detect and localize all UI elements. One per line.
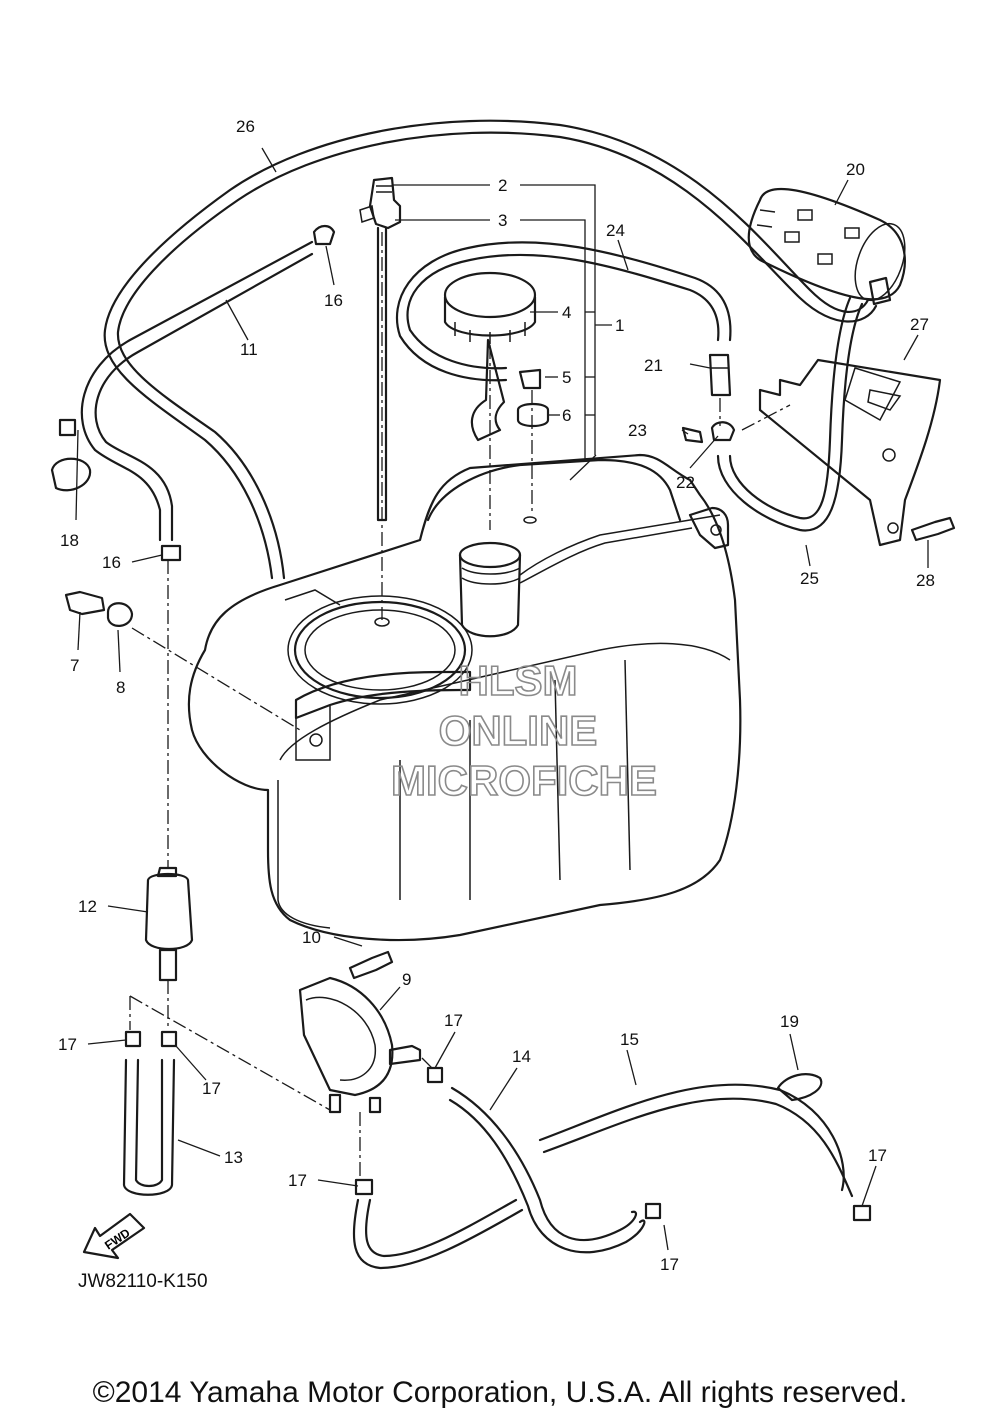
bolt <box>348 950 394 980</box>
fuel-pump <box>298 976 422 1114</box>
callout-3: 3 <box>498 211 507 230</box>
clamp <box>710 421 736 442</box>
callout-23: 23 <box>628 421 647 440</box>
callout-27: 27 <box>910 315 929 334</box>
watermark-line-2: ONLINE <box>439 707 598 754</box>
callout-16-top: 16 <box>324 291 343 310</box>
callout-26: 26 <box>236 117 255 136</box>
reference-lines <box>129 232 791 1178</box>
fuel-cap <box>443 271 537 344</box>
hose-clip <box>312 224 336 246</box>
screw <box>681 426 704 444</box>
callout-28: 28 <box>916 571 935 590</box>
callout-2: 2 <box>498 176 507 195</box>
callout-19: 19 <box>780 1012 799 1031</box>
filler-neck <box>458 541 522 638</box>
bolt <box>910 516 956 542</box>
watermark: HLSM ONLINE MICROFICHE <box>390 656 658 805</box>
collar <box>106 602 134 627</box>
hoses <box>80 119 878 1270</box>
charcoal-canister <box>747 187 906 306</box>
callout-13: 13 <box>224 1148 243 1167</box>
callout-12: 12 <box>78 897 97 916</box>
callout-14: 14 <box>512 1047 531 1066</box>
copyright-notice: ©2014 Yamaha Motor Corporation, U.S.A. A… <box>92 1376 908 1409</box>
callout-11: 11 <box>240 340 258 359</box>
callout-20: 20 <box>846 160 865 179</box>
callout-17-left: 17 <box>58 1035 77 1054</box>
callout-18: 18 <box>60 531 79 550</box>
canister-bracket <box>758 358 942 547</box>
callout-17-lower: 17 <box>288 1171 307 1190</box>
fuel-tank <box>187 453 742 942</box>
callout-17-pump: 17 <box>444 1011 463 1030</box>
callout-9: 9 <box>402 970 411 989</box>
callout-5: 5 <box>562 368 571 387</box>
hose-clips <box>124 544 872 1222</box>
callout-1: 1 <box>615 316 624 335</box>
callout-8: 8 <box>116 678 125 697</box>
callout-7: 7 <box>70 656 79 675</box>
watermark-line-3: MICROFICHE <box>391 757 657 804</box>
callout-22: 22 <box>676 473 695 492</box>
callout-21: 21 <box>644 356 663 375</box>
fuel-filter <box>144 866 194 982</box>
callout-17-mid-left: 17 <box>202 1079 221 1098</box>
forward-arrow-label: FWD <box>102 1225 133 1252</box>
callout-6: 6 <box>562 406 571 425</box>
fitting <box>518 368 542 390</box>
fuel-sender-unit <box>359 176 402 522</box>
callout-17-right: 17 <box>868 1146 887 1165</box>
callout-4: 4 <box>562 303 571 322</box>
grommet <box>516 402 550 428</box>
callout-10: 10 <box>302 928 321 947</box>
leader-lines <box>75 147 929 1251</box>
bolt <box>64 590 106 616</box>
watermark-line-1: HLSM <box>459 657 578 704</box>
callout-15: 15 <box>620 1030 639 1049</box>
hose-clip <box>776 1073 823 1102</box>
callout-25: 25 <box>800 569 819 588</box>
forward-arrow: FWD <box>82 1212 146 1260</box>
callout-24: 24 <box>606 221 625 240</box>
hose-clamp <box>50 418 92 492</box>
callout-16-left: 16 <box>102 553 121 572</box>
callout-labels: 1 2 3 4 5 6 7 8 9 10 11 12 13 14 15 16 1… <box>58 117 935 1274</box>
cap-tether <box>470 338 506 442</box>
diagram-code: JW82110-K150 <box>78 1271 208 1292</box>
callout-17-bottom: 17 <box>660 1255 679 1274</box>
check-valve <box>708 353 732 397</box>
